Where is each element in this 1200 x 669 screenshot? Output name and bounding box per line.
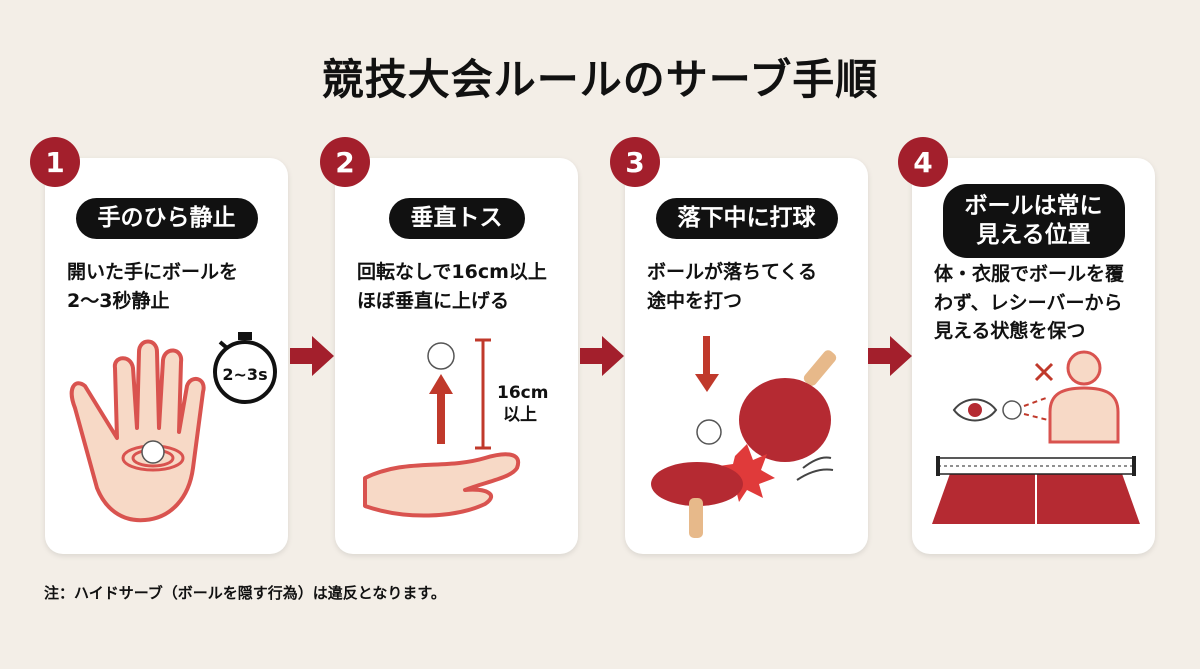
arrow-down-icon [695, 336, 719, 392]
step-1-card: 手のひら静止 開いた手にボールを 2〜3秒静止 2~3s [45, 158, 288, 554]
step-2-description: 回転なしで16cm以上 ほぼ垂直に上げる [357, 258, 564, 315]
table-net-icon [932, 456, 1140, 524]
step-1-illustration: 2~3s [69, 332, 277, 523]
step-4-illustration [932, 350, 1140, 524]
step-4-heading-line: ボールは常に [964, 193, 1103, 219]
step-2-desc-line: ほぼ垂直に上げる [357, 289, 510, 312]
arrow-right-icon [290, 336, 334, 376]
arrow-up-icon [429, 374, 453, 444]
step-4-heading-line: 見える位置 [976, 221, 1091, 248]
step-3-desc-line: 途中を打つ [647, 289, 743, 312]
step-4-desc-line: わず、レシーバーから [934, 291, 1123, 314]
step-3-badge: 3 [610, 137, 660, 187]
arrow-right-icon [868, 336, 912, 376]
eye-icon [952, 398, 998, 422]
step-1-desc-line: 開いた手にボールを [67, 261, 239, 283]
step-2-illustration: 16cm 以上 [363, 338, 548, 518]
hand-icon [69, 339, 206, 523]
step-1-heading: 手のひら静止 [75, 198, 258, 239]
step-4-heading: ボールは常に 見える位置 [942, 184, 1125, 258]
step-4-description: 体・衣服でボールを覆 わず、レシーバーから 見える状態を保つ [934, 260, 1141, 346]
step-4-desc-line: 見える状態を保つ [934, 320, 1086, 342]
cross-icon [1034, 362, 1054, 382]
step-2-card: 垂直トス 回転なしで16cm以上 ほぼ垂直に上げる 16cm 以上 [335, 158, 578, 554]
open-palm-icon [363, 452, 521, 518]
step-4-desc-line: 体・衣服でボールを覆 [934, 263, 1125, 285]
note-hidden-serve: 注：ハイドサーブ（ボールを隠す行為）は違反となります。 [44, 584, 446, 602]
page-title: 競技大会ルールのサーブ手順 [321, 55, 879, 104]
step-3-card: 落下中に打球 ボールが落ちてくる 途中を打つ [625, 158, 868, 554]
svg-text:16cm: 16cm [497, 383, 548, 403]
ball-icon [1002, 400, 1022, 420]
ball-icon [427, 342, 455, 370]
step-1-description: 開いた手にボールを 2〜3秒静止 [67, 258, 274, 315]
paddle-icon [651, 462, 743, 538]
svg-text:以上: 以上 [503, 405, 537, 425]
ball-icon [696, 419, 722, 445]
person-icon [1048, 350, 1120, 444]
step-2-desc-line: 回転なしで16cm以上 [357, 261, 547, 283]
paddle-icon [739, 350, 837, 462]
arrow-right-icon [580, 336, 624, 376]
step-2-heading: 垂直トス [388, 198, 525, 239]
step-1-badge: 1 [30, 137, 80, 187]
step-3-heading: 落下中に打球 [655, 198, 838, 239]
step-2-badge: 2 [320, 137, 370, 187]
step-3-description: ボールが落ちてくる 途中を打つ [647, 258, 854, 315]
impact-icon [719, 444, 775, 502]
svg-text:2~3s: 2~3s [222, 365, 267, 384]
step-4-badge: 4 [898, 137, 948, 187]
step-4-card: ボールは常に 見える位置 体・衣服でボールを覆 わず、レシーバーから 見える状態… [912, 158, 1155, 554]
step-3-desc-line: ボールが落ちてくる [647, 261, 818, 283]
step-3-illustration [651, 336, 837, 538]
step-1-desc-line: 2〜3秒静止 [67, 289, 170, 312]
stopwatch-icon: 2~3s [213, 332, 277, 404]
